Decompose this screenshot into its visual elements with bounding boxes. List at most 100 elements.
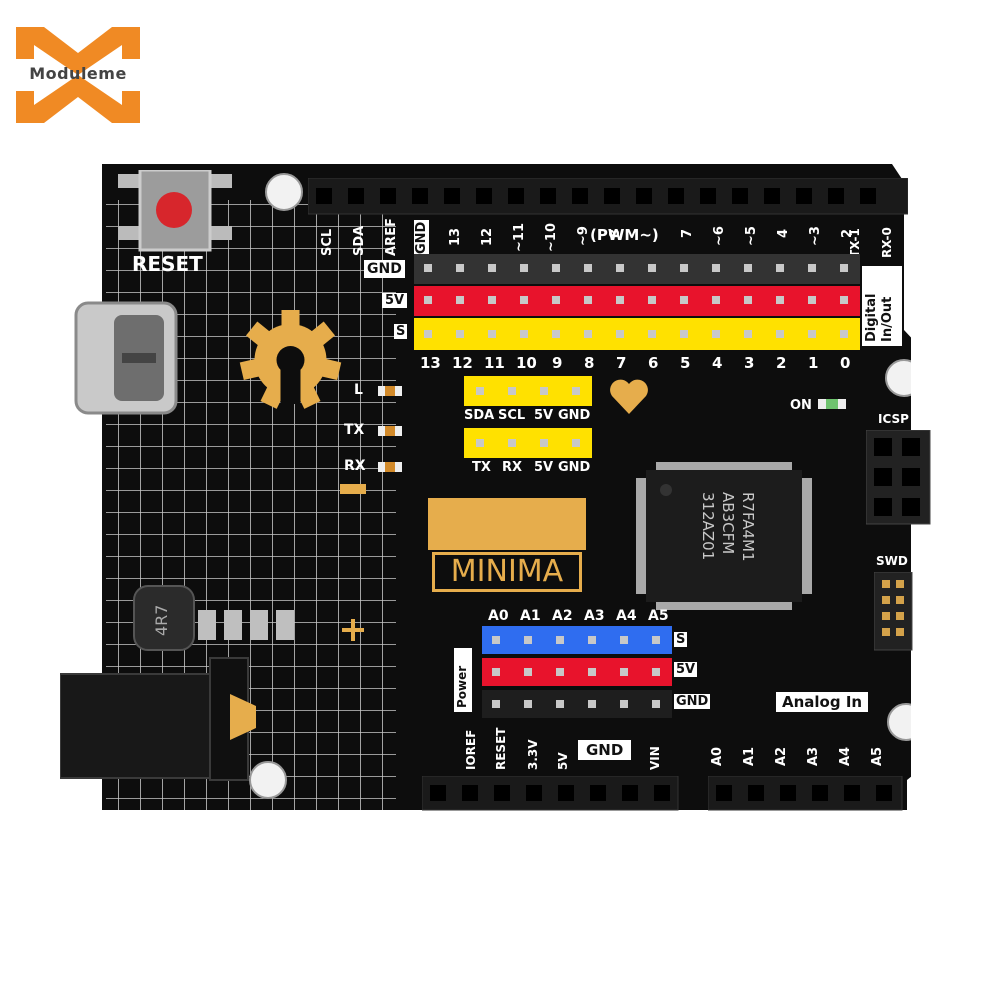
status-leds <box>378 386 402 472</box>
usb-c-port[interactable] <box>74 295 184 420</box>
i2c-scl: SCL <box>498 408 526 423</box>
bottom-a1: A1 <box>742 746 757 766</box>
chip-text-2: AB3CFM <box>719 492 737 555</box>
bottom-analog-header <box>708 776 903 811</box>
top-female-header <box>308 178 908 215</box>
pin-label-7: 7 <box>680 228 695 238</box>
bottom-a4: A4 <box>838 746 853 766</box>
uart-gnd: GND <box>558 460 591 475</box>
pin-label-5: ~5 <box>744 226 759 246</box>
analog-a2: A2 <box>552 608 573 624</box>
analog-a3: A3 <box>584 608 605 624</box>
icsp-header <box>866 430 931 525</box>
analog-male-headers <box>482 626 672 718</box>
chip-text-3: 312AZ01 <box>699 492 717 561</box>
analog-row-label-s: S <box>674 632 688 647</box>
bottom-a5: A5 <box>870 746 885 766</box>
pin-label-aref: AREF <box>384 218 399 256</box>
digital-pin-12: 12 <box>452 354 473 372</box>
i2c-sda: SDA <box>464 408 495 423</box>
row-label-gnd: GND <box>364 260 405 278</box>
on-led <box>818 399 846 409</box>
digital-pin-11: 11 <box>484 354 505 372</box>
pin-label-11: ~11 <box>512 223 527 252</box>
pin-label-scl: SCL <box>320 228 335 256</box>
power-pin-ioref: IOREF <box>464 729 478 770</box>
led-label-tx: TX <box>344 422 365 438</box>
pin-label-4: 4 <box>776 228 791 238</box>
digital-pin-2: 2 <box>776 354 787 372</box>
pin-label-sda: SDA <box>352 225 367 256</box>
led-label-rx: RX <box>344 458 366 474</box>
digital-io-label: Digital In/Out <box>862 266 902 346</box>
digital-pin-9: 9 <box>552 354 563 372</box>
mcu-chip <box>636 462 812 610</box>
reset-label: RESET <box>132 252 203 276</box>
digital-pin-1: 1 <box>808 354 819 372</box>
analog-a5: A5 <box>648 608 669 624</box>
icsp-label: ICSP <box>878 412 909 426</box>
bottom-a2: A2 <box>774 746 789 766</box>
pin-label-3: ~3 <box>808 226 823 246</box>
power-pin-5v: 5V <box>556 752 570 770</box>
digital-pin-10: 10 <box>516 354 537 372</box>
dc-barrel-jack <box>60 657 256 781</box>
inductor-label: 4R7 <box>152 604 171 636</box>
board-name: MINIMA <box>432 552 582 592</box>
digital-male-headers <box>414 254 860 350</box>
pin-label-10: ~10 <box>544 223 559 252</box>
heart-icon <box>610 379 648 414</box>
pin-label-6: ~6 <box>712 226 727 246</box>
analog-in-label: Analog In <box>776 692 869 712</box>
swd-label: SWD <box>876 554 908 568</box>
pin-label-13: 13 <box>448 227 463 246</box>
brand-name: Moduleme <box>29 64 127 83</box>
pwm-label: (PWM~) <box>590 226 659 244</box>
pin-label-12: 12 <box>480 227 495 246</box>
capacitors <box>198 610 294 640</box>
digital-label-line1: Digital <box>864 293 879 342</box>
analog-row-label-5v: 5V <box>674 662 698 677</box>
power-pin-vin: VIN <box>648 746 662 770</box>
i2c-5v: 5V <box>534 408 554 423</box>
brand-logo <box>16 27 140 123</box>
pin-label-gnd-top: GND <box>414 219 429 256</box>
inductor <box>133 585 195 651</box>
row-label-5v: 5V <box>382 293 408 308</box>
power-pin-3v3: 3.3V <box>526 739 540 770</box>
power-pin-gnd: GND <box>578 740 632 760</box>
gold-pads <box>340 484 366 641</box>
pcb-board: RESET L TX RX <box>60 160 931 815</box>
power-label-box: Power <box>454 648 472 712</box>
power-pin-reset: RESET <box>494 727 508 770</box>
pin-label-9: ~9 <box>576 226 591 246</box>
led-label-l: L <box>354 382 363 398</box>
digital-pin-3: 3 <box>744 354 755 372</box>
analog-a1: A1 <box>520 608 541 624</box>
analog-row-label-gnd: GND <box>674 694 711 709</box>
pin-label-rx0: RX-0 <box>880 227 894 258</box>
digital-pin-5: 5 <box>680 354 691 372</box>
analog-a0: A0 <box>488 608 509 624</box>
i2c-uart-headers <box>464 376 592 458</box>
chip-text-1: R7FA4M1 <box>739 492 757 562</box>
bottom-power-header <box>422 776 679 811</box>
bottom-a0: A0 <box>710 746 725 766</box>
minima-logo: MINIMA <box>428 498 588 592</box>
digital-pin-0: 0 <box>840 354 851 372</box>
analog-a4: A4 <box>616 608 637 624</box>
swd-header <box>874 572 913 651</box>
reset-button[interactable] <box>110 170 240 255</box>
open-hardware-gear-icon <box>239 310 342 409</box>
digital-pin-6: 6 <box>648 354 659 372</box>
bottom-a3: A3 <box>806 746 821 766</box>
uart-rx: RX <box>502 460 523 475</box>
digital-pin-4: 4 <box>712 354 723 372</box>
row-label-s: S <box>394 324 408 339</box>
digital-pin-8: 8 <box>584 354 595 372</box>
digital-pin-7: 7 <box>616 354 627 372</box>
on-led-label: ON <box>790 398 812 413</box>
uart-5v: 5V <box>534 460 554 475</box>
i2c-gnd: GND <box>558 408 591 423</box>
power-label: Power <box>455 665 469 708</box>
